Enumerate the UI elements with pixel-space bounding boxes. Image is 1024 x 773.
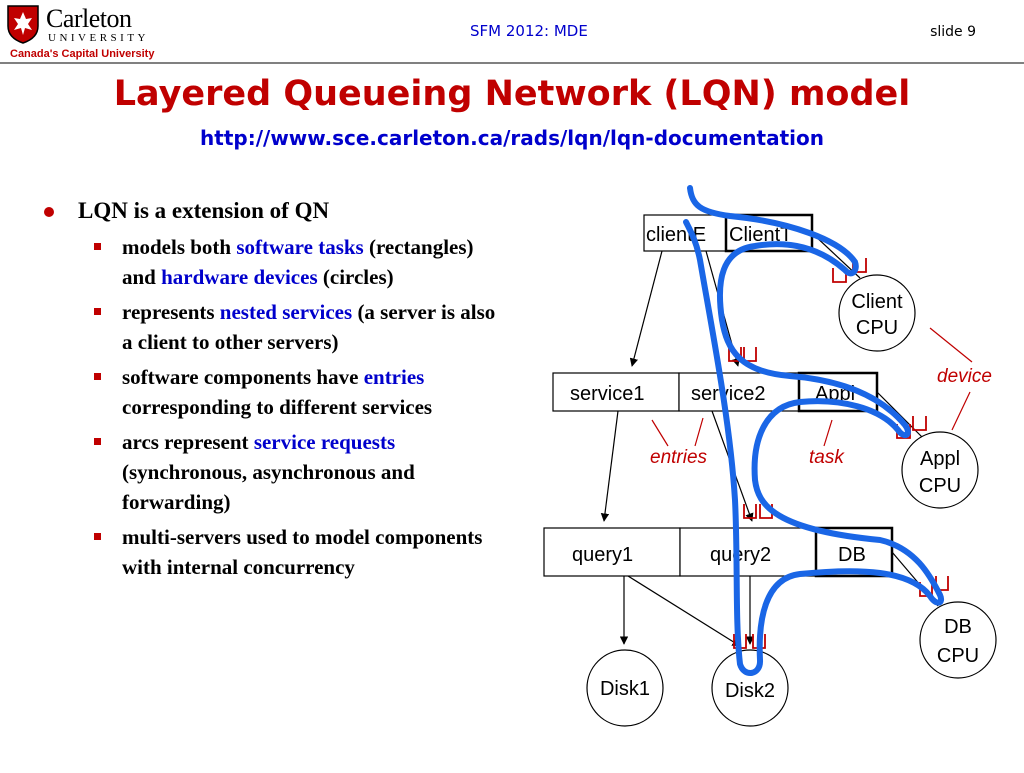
highlight-software-tasks: software tasks	[236, 235, 364, 259]
service1-box	[552, 372, 680, 412]
disk2-label: Disk2	[725, 680, 775, 702]
sub-bullet-text: (synchronous, asynchronous and forwardin…	[122, 460, 415, 514]
slide-title: Layered Queueing Network (LQN) model	[113, 74, 911, 114]
bullet-square-icon	[94, 438, 101, 445]
carleton-logo: Carleton UNIVERSITY Canada's Capital Uni…	[6, 4, 166, 60]
device-leader-line	[951, 391, 971, 431]
appl-cpu-label: CPU	[919, 475, 961, 497]
entries-annotation: entries	[650, 447, 708, 468]
client-task-label: ClientT	[729, 224, 792, 246]
sub-bullet-2: represents nested services (a server is …	[34, 297, 504, 357]
task-leader-line	[823, 419, 833, 447]
sub-bullet-text: software components have	[122, 365, 364, 389]
db-cpu-circle	[919, 601, 997, 679]
execution-trace-line	[683, 185, 944, 676]
appl-cpu-label: Appl	[920, 448, 960, 470]
main-bullet: LQN is a extension of QN	[34, 196, 504, 226]
disk1-label: Disk1	[600, 678, 650, 700]
call-bracket-group	[728, 258, 949, 649]
sub-bullet-text: models both	[122, 235, 237, 259]
client-cpu-label: Client	[851, 291, 903, 313]
bullet-square-icon	[94, 373, 101, 380]
lqn-diagram-svg: clientE ClientT service1 service2 Appl q…	[543, 185, 997, 727]
entries-leader-line	[651, 419, 669, 447]
db-cpu-label: DB	[944, 616, 972, 638]
query2-label: query2	[710, 544, 771, 566]
logo-university: UNIVERSITY	[48, 32, 149, 44]
call-bracket	[728, 347, 742, 362]
bullet-square-icon	[94, 533, 101, 540]
request-arc	[629, 250, 663, 367]
bullet-dot-icon	[44, 207, 54, 217]
client-cpu-circle	[838, 274, 916, 352]
sub-bullet-text: (a server is also a client to other serv…	[122, 300, 496, 354]
service2-label: service2	[691, 383, 765, 405]
sub-bullet-4: arcs represent service requests (synchro…	[34, 427, 504, 517]
disk1-circle	[586, 649, 664, 727]
sub-bullet-text: (rectangles) and	[122, 235, 474, 289]
call-bracket	[743, 504, 757, 519]
device-annotation: device	[937, 366, 992, 387]
call-bracket	[912, 416, 927, 431]
sub-bullet-text: represents	[122, 300, 220, 324]
query2-box	[679, 527, 817, 577]
slide-header: Carleton UNIVERSITY Canada's Capital Uni…	[0, 0, 1024, 64]
disk2-circle	[711, 649, 789, 727]
appl-cpu-circle	[901, 431, 979, 509]
conference-label: SFM 2012: MDE	[470, 22, 588, 40]
sub-bullet-text: corresponding to different services	[122, 395, 433, 419]
highlight-service-requests: service requests	[253, 430, 396, 454]
logo-name: Carleton	[46, 4, 132, 33]
query1-label: query1	[572, 544, 633, 566]
service1-label: service1	[570, 383, 644, 405]
logo-tagline: Canada's Capital University	[10, 48, 155, 60]
sub-bullet-1: models both software tasks (rectangles) …	[34, 232, 504, 292]
slide-number: slide 9	[930, 24, 976, 40]
bullet-square-icon	[94, 243, 101, 250]
sub-bullet-text: (circles)	[317, 265, 394, 289]
sub-bullet-text: arcs represent	[122, 430, 254, 454]
shield-icon	[7, 5, 39, 44]
db-task-label: DB	[838, 544, 866, 566]
main-bullet-text: LQN is a extension of QN	[78, 198, 330, 223]
request-arc	[600, 410, 619, 522]
highlight-entries: entries	[363, 365, 425, 389]
task-annotation: task	[809, 447, 845, 468]
request-arc	[627, 575, 741, 647]
call-bracket	[832, 268, 847, 283]
query1-box	[543, 527, 681, 577]
bullet-list: LQN is a extension of QN models both sof…	[34, 196, 504, 587]
entries-leader-line	[694, 417, 704, 447]
header-divider	[0, 62, 1024, 64]
sub-bullet-3: software components have entries corresp…	[34, 362, 504, 422]
slide-subtitle-url[interactable]: http://www.sce.carleton.ca/rads/lqn/lqn-…	[200, 126, 824, 150]
client-cpu-label: CPU	[856, 317, 898, 339]
lqn-diagram: clientE ClientT service1 service2 Appl q…	[530, 180, 1024, 768]
service2-box	[678, 372, 800, 412]
device-leader-line	[929, 327, 973, 363]
call-bracket	[743, 347, 757, 362]
bullet-square-icon	[94, 308, 101, 315]
sub-bullet-5: multi-servers used to model components w…	[34, 522, 504, 582]
sub-bullet-text: multi-servers used to model components w…	[122, 525, 483, 579]
highlight-hardware-devices: hardware devices	[161, 265, 318, 289]
highlight-nested-services: nested services	[219, 300, 353, 324]
db-cpu-label: CPU	[937, 645, 979, 667]
